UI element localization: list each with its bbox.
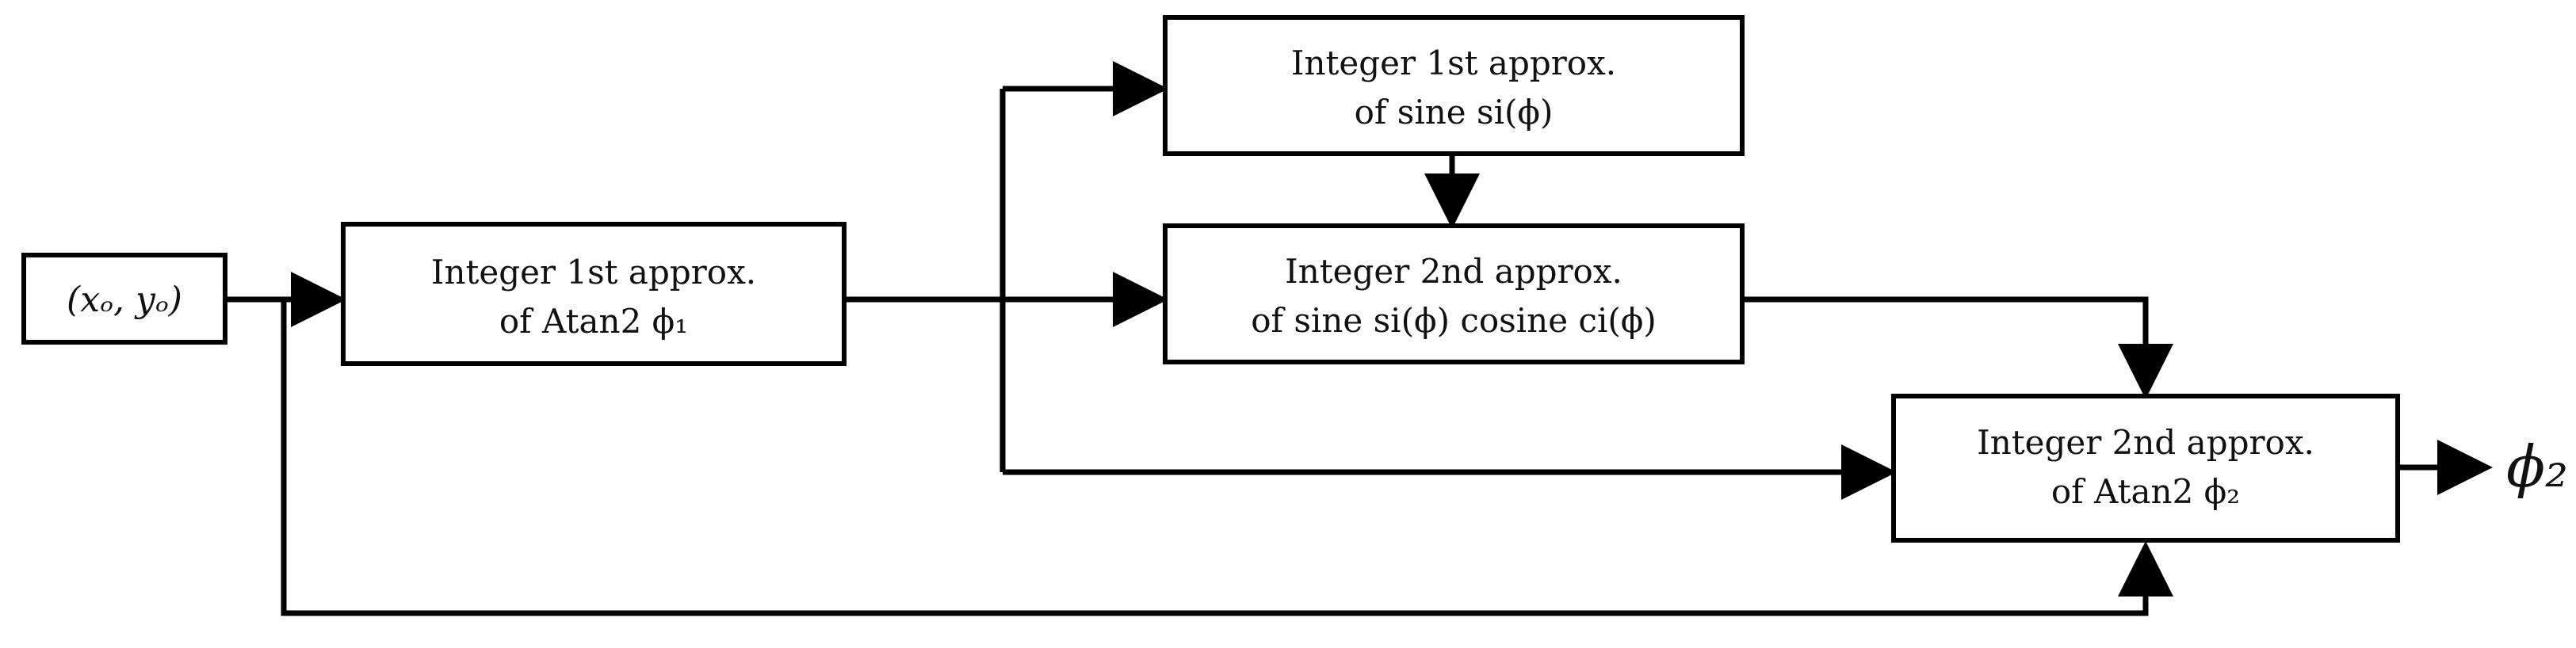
input-box: (xₒ, yₒ) bbox=[21, 253, 227, 345]
input-label: (xₒ, yₒ) bbox=[67, 280, 182, 320]
atan2-second-approx-line2: of Atan2 ϕ₂ bbox=[2051, 472, 2240, 511]
atan2-first-approx-box: Integer 1st approx. of Atan2 ϕ₁ bbox=[341, 222, 847, 366]
sine-first-approx-line2: of sine si(ϕ) bbox=[1355, 93, 1554, 132]
sine-cosine-second-approx-line2: of sine si(ϕ) cosine ci(ϕ) bbox=[1251, 301, 1657, 340]
output-label-group: ϕ₂ bbox=[2506, 433, 2568, 500]
arrow-sine-cosine-second-to-atan2-second bbox=[1740, 296, 2173, 399]
output-label: ϕ₂ bbox=[2506, 433, 2568, 500]
atan2-first-approx-line2: of Atan2 ϕ₁ bbox=[499, 302, 688, 341]
atan2-second-approx-line1: Integer 2nd approx. bbox=[1977, 423, 2314, 462]
connectors bbox=[226, 61, 2493, 616]
atan2-second-approx-box: Integer 2nd approx. of Atan2 ϕ₂ bbox=[1891, 394, 2400, 543]
sine-cosine-second-approx-box: Integer 2nd approx. of sine si(ϕ) cosine… bbox=[1163, 223, 1745, 364]
sine-first-approx-box: Integer 1st approx. of sine si(ϕ) bbox=[1163, 15, 1745, 156]
sine-cosine-second-approx-line1: Integer 2nd approx. bbox=[1285, 252, 1622, 291]
line-input-bypass bbox=[281, 299, 2173, 616]
atan2-first-approx-line1: Integer 1st approx. bbox=[431, 253, 756, 292]
sine-first-approx-line1: Integer 1st approx. bbox=[1291, 44, 1616, 82]
